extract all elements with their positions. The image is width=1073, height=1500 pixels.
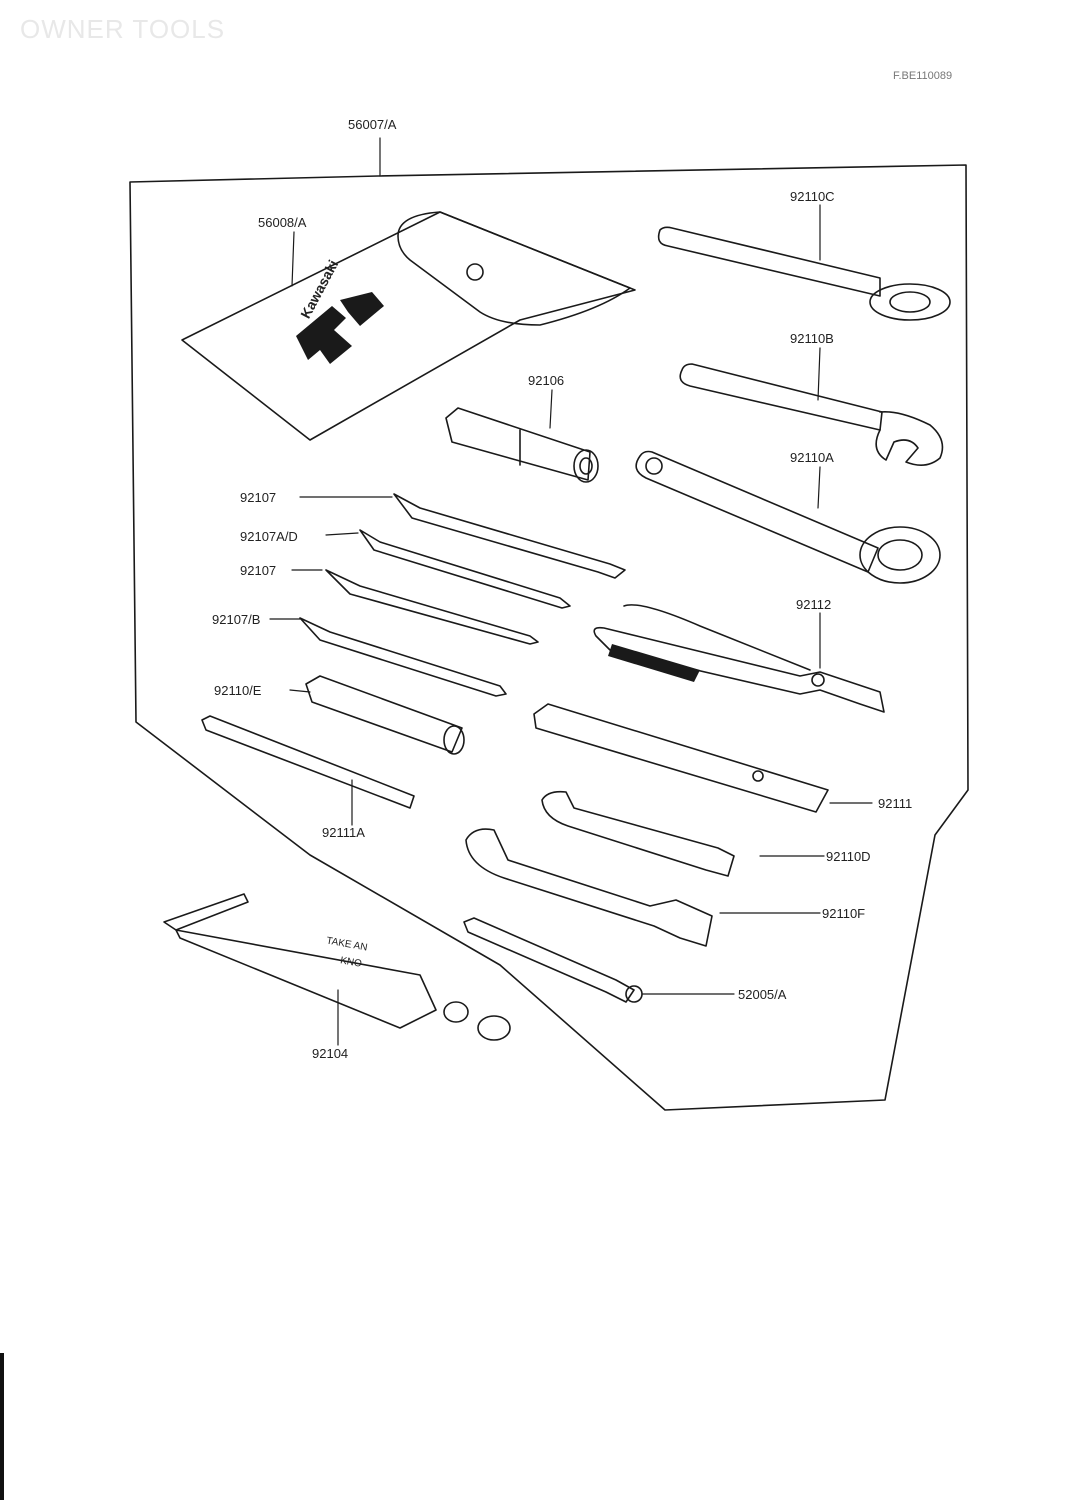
callout-92107ad: 92107A/D xyxy=(240,529,298,544)
callout-56008a: 56008/A xyxy=(258,215,307,230)
callout-92112: 92112 xyxy=(796,597,832,612)
kawasaki-logo-mark xyxy=(296,292,384,364)
wrench-92110a-drawing xyxy=(635,450,941,584)
scan-edge-mark xyxy=(0,1353,4,1500)
bar-92111a-drawing xyxy=(201,715,415,809)
callout-92110e: 92110/E xyxy=(214,683,262,698)
callout-56007a: 56007/A xyxy=(348,117,397,132)
wrench-92110f-drawing xyxy=(465,828,713,947)
bar-92111-drawing xyxy=(533,703,829,813)
callout-92110c: 92110C xyxy=(790,189,835,204)
screwdriver-92107-2-drawing xyxy=(325,569,539,645)
callout-92110f: 92110F xyxy=(822,906,866,921)
callout-52005a: 52005/A xyxy=(738,987,787,1002)
pliers-92112-drawing xyxy=(593,604,885,713)
wrench-92110c-drawing xyxy=(657,226,951,321)
callout-92104: 92104 xyxy=(312,1046,349,1061)
screwdriver-92107b-drawing xyxy=(299,617,507,697)
callout-92107-second: 92107 xyxy=(240,563,277,578)
callout-92110b: 92110B xyxy=(790,331,834,346)
screwdriver-92107-drawing xyxy=(393,493,626,579)
callout-92107: 92107 xyxy=(240,490,277,505)
callout-92110a: 92110A xyxy=(790,450,834,465)
wrench-92110d-drawing xyxy=(541,790,735,877)
socket-92106-drawing xyxy=(445,407,599,483)
box-wrench-92110e-drawing xyxy=(305,675,465,755)
reference-code: F.BE110089 xyxy=(893,70,953,82)
callout-92111a: 92111A xyxy=(322,825,365,840)
callout-92110d: 92110D xyxy=(826,849,871,864)
pump-92104-drawing xyxy=(163,893,511,1041)
tool-52005a-drawing xyxy=(463,917,643,1003)
callout-92107b: 92107/B xyxy=(212,612,261,627)
tool-pouch-drawing xyxy=(181,211,636,441)
callout-92106: 92106 xyxy=(528,373,565,388)
screwdriver-92107ad-drawing xyxy=(359,529,571,609)
leader-lines xyxy=(269,137,873,1046)
page-title: OWNER TOOLS xyxy=(20,14,226,44)
wrench-92110b-drawing xyxy=(679,363,944,466)
kit-boundary xyxy=(129,164,969,1111)
callout-92111: 92111 xyxy=(878,796,913,811)
